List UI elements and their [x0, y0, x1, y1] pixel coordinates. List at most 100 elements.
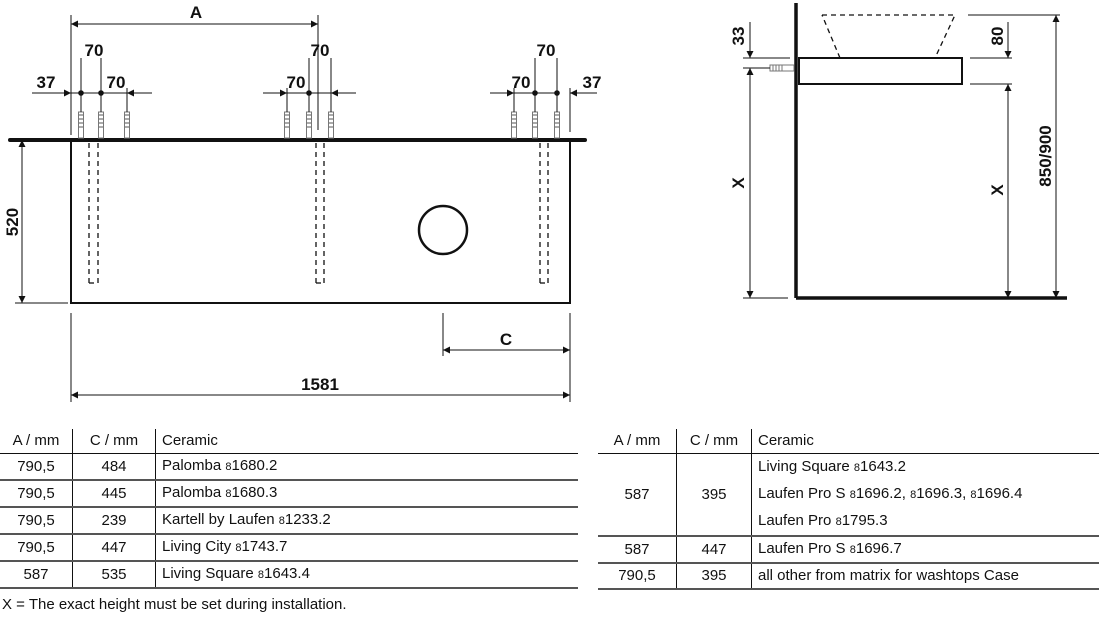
ceramic-name: Living Square [162, 565, 254, 582]
header-a: A / mm [0, 429, 73, 454]
article-code: 1696.7 [855, 540, 902, 557]
cell-a: 587 [598, 536, 677, 564]
ceramic-name: Palomba [162, 484, 222, 501]
article-prefix: 8 [257, 569, 265, 581]
article-prefix: 8 [235, 542, 242, 554]
table-header: A / mm C / mm Ceramic [598, 429, 1099, 454]
table-header: A / mm C / mm Ceramic [0, 429, 578, 454]
article-prefix: 8 [225, 488, 232, 500]
dim-70-label: 70 [287, 73, 306, 92]
wall-anchor-icons [77, 111, 561, 139]
article-prefix: 8 [225, 461, 232, 473]
article-prefix: 8 [853, 462, 861, 474]
cell-ceramic: Living Square 81643.2 Laufen Pro S 81696… [751, 453, 1099, 537]
cell-ceramic: Living Square 81643.4 [155, 561, 578, 589]
cell-ceramic: Palomba 81680.2 [155, 453, 578, 481]
cell-c: 239 [72, 507, 156, 535]
cell-a: 587 [598, 453, 677, 537]
side-dimension-labels: 33 X 80 X 850/900 [729, 27, 1055, 196]
anchor-dots [78, 90, 560, 96]
washtop-section [798, 57, 963, 85]
article-code: 1680.2 [231, 457, 278, 474]
cell-a: 790,5 [0, 480, 73, 508]
dim-80-label: 80 [988, 27, 1007, 46]
ceramic-name: Palomba [162, 457, 222, 474]
front-dimension-labels: A 70 37 70 70 70 70 70 37 520 C 1581 [3, 3, 601, 394]
article-prefix: 8 [970, 489, 977, 501]
header-c: C / mm [72, 429, 156, 454]
basin-outline [821, 14, 957, 59]
cell-c: 535 [72, 561, 156, 589]
dim-c-label: C [500, 330, 512, 349]
ceramic-name: Laufen Pro [758, 512, 832, 529]
header-ceramic: Ceramic [751, 429, 1099, 454]
dim-a-label: A [190, 3, 202, 22]
dimension-lines [15, 15, 597, 402]
article-prefix: 8 [835, 516, 842, 528]
dim-70-label: 70 [85, 41, 104, 60]
article-code: 1696.3, [916, 485, 971, 502]
installation-note: X = The exact height must be set during … [2, 596, 347, 613]
article-prefix: 8 [849, 544, 856, 556]
cell-c: 447 [676, 536, 752, 564]
article-code: 1643.2 [860, 458, 906, 475]
dim-70-label: 70 [512, 73, 531, 92]
article-code: 1696.2, [855, 485, 911, 502]
cell-a: 790,5 [598, 563, 677, 590]
ceramic-table-right: A / mm C / mm Ceramic 587 395 Living Squ… [598, 429, 1099, 590]
technical-drawing: A 70 37 70 70 70 70 70 37 520 C 1581 33 … [3, 3, 1067, 402]
cabinet [70, 139, 571, 304]
header-c: C / mm [676, 429, 752, 454]
ceramic-name: Laufen Pro S [758, 540, 846, 557]
hidden-bracket-lines [88, 143, 549, 284]
ceramic-line: Laufen Pro 81795.3 [758, 508, 1093, 535]
cell-a: 790,5 [0, 507, 73, 535]
dim-70-label: 70 [537, 41, 556, 60]
cell-a: 587 [0, 561, 73, 589]
article-code: 1696.4 [976, 485, 1023, 502]
dim-x-label: X [729, 177, 748, 189]
article-prefix: 8 [910, 489, 917, 501]
cell-a: 790,5 [0, 534, 73, 562]
article-code: 1233.2 [284, 511, 331, 528]
dim-height-label: 520 [3, 208, 22, 236]
header-a: A / mm [598, 429, 677, 454]
article-code: 1743.7 [241, 538, 288, 555]
front-view [8, 15, 597, 402]
cell-ceramic: all other from matrix for washtops Case [751, 563, 1099, 590]
cell-a: 790,5 [0, 453, 73, 481]
article-code: 1680.3 [231, 484, 278, 501]
wall-anchor-icon [769, 64, 795, 72]
cell-c: 484 [72, 453, 156, 481]
cell-ceramic: Kartell by Laufen 81233.2 [155, 507, 578, 535]
article-code: 1795.3 [841, 512, 888, 529]
ceramic-name: Living Square [758, 458, 850, 475]
dim-37-label: 37 [583, 73, 602, 92]
cell-c: 445 [72, 480, 156, 508]
ceramic-name: Living City [162, 538, 232, 555]
dim-total-height-label: 850/900 [1036, 125, 1055, 186]
cell-ceramic: Palomba 81680.3 [155, 480, 578, 508]
dim-width-label: 1581 [301, 375, 339, 394]
table-row: 587 395 Living Square 81643.2 Laufen Pro… [598, 453, 1099, 537]
cell-c: 395 [676, 453, 752, 537]
cell-ceramic: Laufen Pro S 81696.7 [751, 536, 1099, 564]
cell-ceramic: Living City 81743.7 [155, 534, 578, 562]
header-ceramic: Ceramic [155, 429, 578, 454]
dim-70-label: 70 [107, 73, 126, 92]
cell-c: 447 [72, 534, 156, 562]
article-prefix: 8 [849, 489, 856, 501]
ceramic-name: Laufen Pro S [758, 485, 846, 502]
ceramic-line: Living Square 81643.2 [758, 454, 1093, 481]
dim-33-label: 33 [729, 27, 748, 46]
dim-70-label: 70 [311, 41, 330, 60]
side-view [743, 3, 1067, 300]
